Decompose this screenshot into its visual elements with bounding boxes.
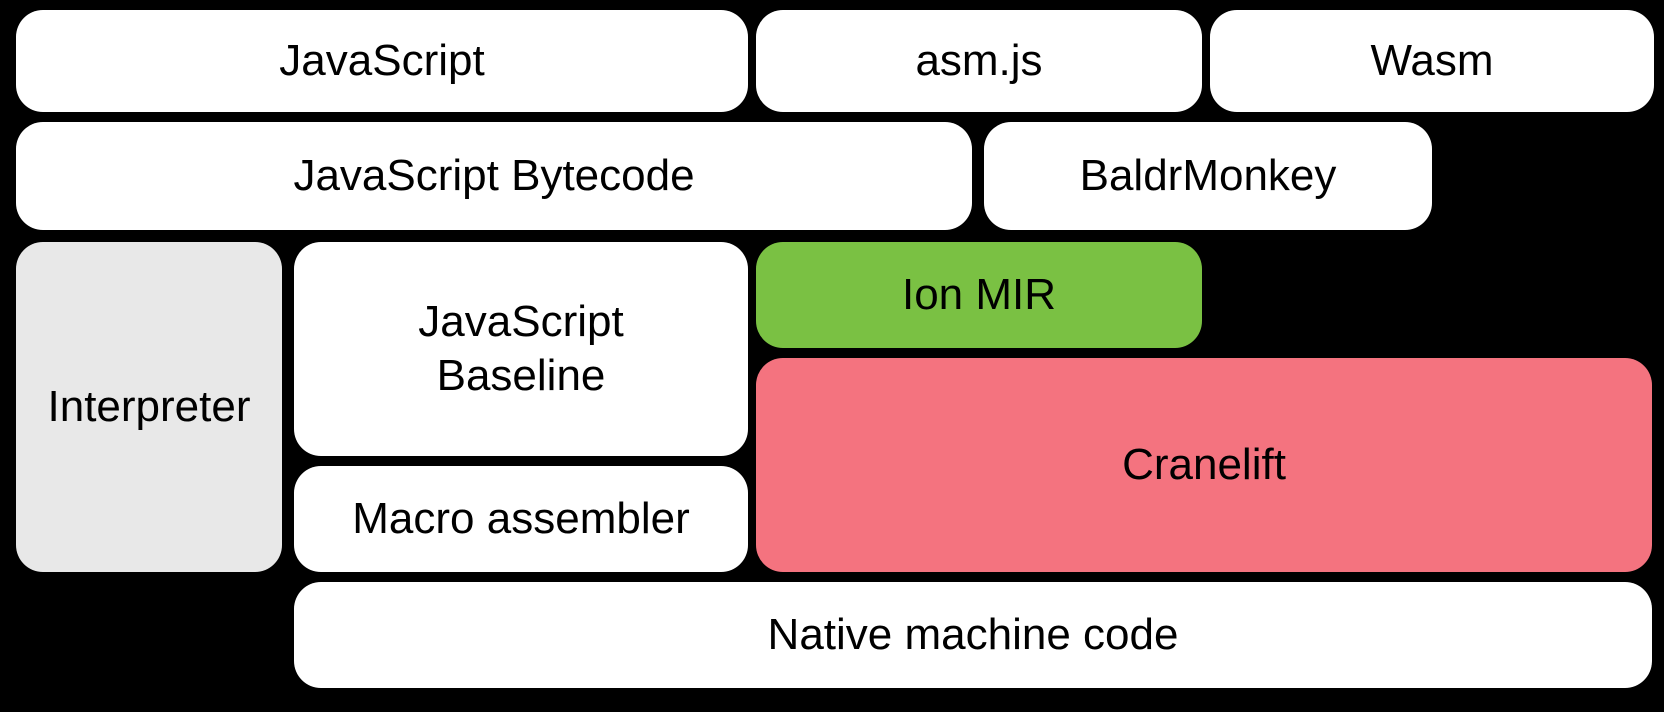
box-baldrmonkey: BaldrMonkey bbox=[984, 122, 1432, 230]
box-interpreter-label: Interpreter bbox=[47, 382, 251, 432]
box-asmjs-label: asm.js bbox=[915, 36, 1043, 86]
box-javascript-label: JavaScript bbox=[279, 36, 485, 86]
box-wasm: Wasm bbox=[1210, 10, 1654, 112]
box-ion-mir-label: Ion MIR bbox=[901, 270, 1057, 320]
box-javascript-baseline-label: JavaScript Baseline bbox=[418, 297, 624, 400]
box-baldrmonkey-label: BaldrMonkey bbox=[1079, 151, 1337, 201]
box-wasm-label: Wasm bbox=[1370, 36, 1494, 86]
box-javascript-baseline: JavaScript Baseline bbox=[294, 242, 748, 456]
box-native-machine-code-label: Native machine code bbox=[767, 610, 1179, 660]
box-native-machine-code: Native machine code bbox=[294, 582, 1652, 688]
box-cranelift-label: Cranelift bbox=[1122, 440, 1286, 490]
box-asmjs: asm.js bbox=[756, 10, 1202, 112]
box-interpreter: Interpreter bbox=[16, 242, 282, 572]
box-macro-assembler: Macro assembler bbox=[294, 466, 748, 572]
box-cranelift: Cranelift bbox=[756, 358, 1652, 572]
box-javascript-bytecode: JavaScript Bytecode bbox=[16, 122, 972, 230]
box-macro-assembler-label: Macro assembler bbox=[352, 494, 690, 544]
box-ion-mir: Ion MIR bbox=[756, 242, 1202, 348]
box-javascript-bytecode-label: JavaScript Bytecode bbox=[293, 151, 695, 201]
box-javascript: JavaScript bbox=[16, 10, 748, 112]
